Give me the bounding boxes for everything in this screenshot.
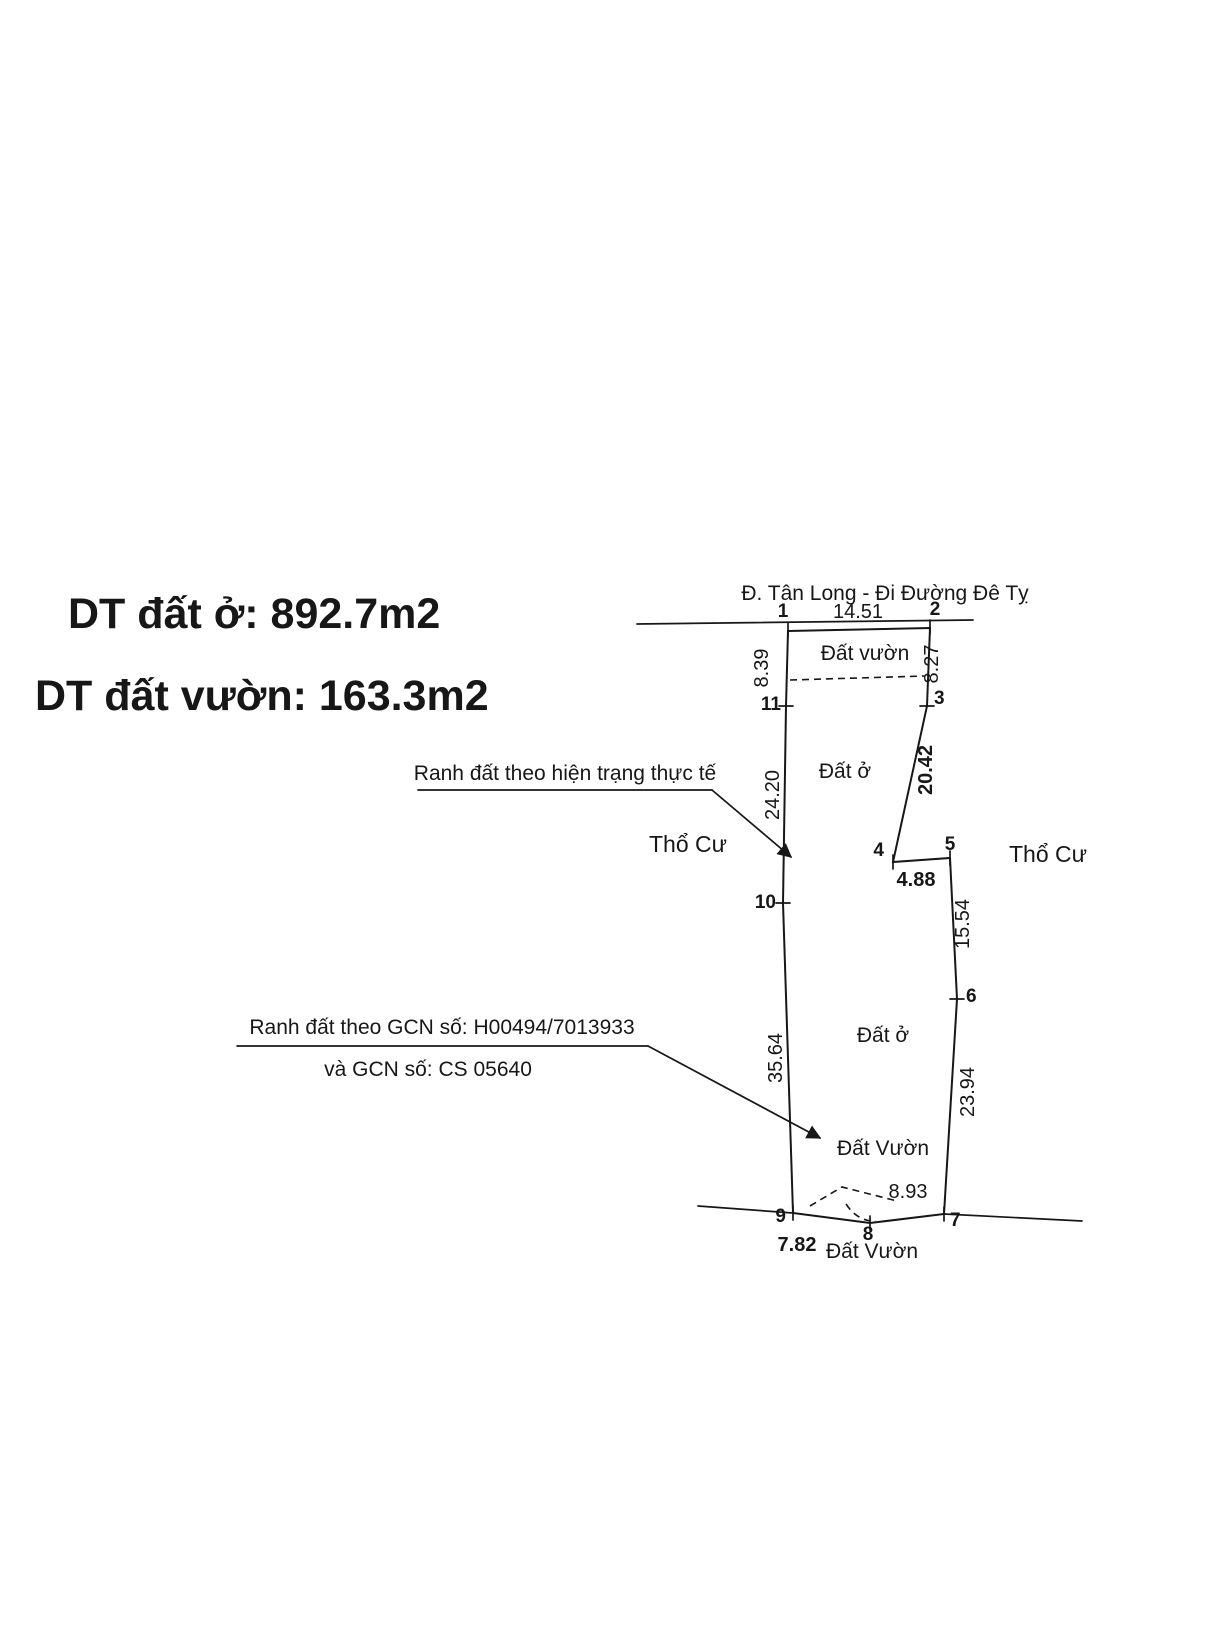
vertex-label-4: 4 [873, 840, 884, 861]
vertex-label-11: 11 [761, 694, 782, 715]
zone-tho-cu-left: Thổ Cư [649, 831, 727, 857]
garden-bottom-divider-dashed [809, 1186, 898, 1207]
road-edge-line [636, 619, 974, 625]
vertex-label-1: 1 [778, 601, 789, 622]
zone-labels: Đất vườn Đất ở Đất ở Đất Vườn Đất Vườn T… [649, 642, 1087, 1263]
meas-edge-11-10: 24.20 [762, 770, 784, 820]
road-group: Đ. Tân Long - Đi Đường Đê Tỵ [636, 582, 1029, 625]
meas-edge-8-7: 8.93 [889, 1181, 928, 1203]
vertex-label-2: 2 [930, 599, 941, 620]
bottom-boundary-right [943, 1213, 1083, 1222]
meas-edge-1-11: 8.39 [751, 649, 773, 688]
annotation-gcn-text-line2: và GCN số: CS 05640 [324, 1058, 532, 1081]
annotation-gcn-leader-line [647, 1045, 822, 1139]
garden-bottom-arc-dashed [845, 1203, 877, 1222]
vertex-label-3: 3 [934, 688, 945, 709]
vertex-label-6: 6 [966, 986, 977, 1007]
measurement-labels: 14.51 8.39 8.27 24.20 20.42 4.88 15.54 3… [751, 601, 979, 1256]
annotation-actual-leader-line [711, 789, 793, 858]
meas-edge-6-7: 23.94 [957, 1067, 979, 1117]
annotation-actual-boundary: Ranh đất theo hiện trạng thực tế [414, 762, 793, 858]
meas-edge-5-6: 15.54 [952, 899, 974, 949]
meas-edge-3-4: 20.42 [915, 745, 937, 795]
vertex-label-5: 5 [945, 834, 956, 855]
parcel-boundary [781, 626, 959, 1225]
vertex-label-7: 7 [950, 1210, 961, 1231]
meas-edge-2-3: 8.27 [921, 645, 943, 684]
zone-residential-lower: Đất ở [857, 1024, 910, 1047]
vertex-labels: 1 2 3 4 5 6 7 8 9 10 11 [755, 599, 977, 1245]
zone-garden-top: Đất vườn [821, 642, 910, 665]
bottom-boundary-left [697, 1205, 794, 1214]
annotation-gcn-boundary: Ranh đất theo GCN số: H00494/7013933 và … [236, 1016, 822, 1139]
annotation-gcn-text-line1: Ranh đất theo GCN số: H00494/7013933 [249, 1016, 634, 1039]
parcel-group [697, 619, 1083, 1231]
area-summary: DT đất ở: 892.7m2 DT đất vườn: 163.3m2 [35, 590, 489, 720]
meas-edge-10-9: 35.64 [765, 1033, 787, 1083]
summary-residential-area: DT đất ở: 892.7m2 [68, 590, 440, 638]
zone-garden-bottom: Đất Vườn [826, 1240, 918, 1263]
zone-tho-cu-right: Thổ Cư [1009, 841, 1087, 867]
vertex-label-10: 10 [755, 892, 776, 913]
meas-edge-1-2: 14.51 [833, 601, 883, 623]
annotation-actual-boundary-text: Ranh đất theo hiện trạng thực tế [414, 762, 717, 785]
road-label: Đ. Tân Long - Đi Đường Đê Tỵ [741, 582, 1029, 605]
zone-garden-lower: Đất Vườn [837, 1137, 929, 1160]
meas-edge-9-8: 7.82 [778, 1234, 817, 1256]
vertex-label-8: 8 [863, 1224, 874, 1245]
garden-top-divider-dashed [789, 675, 926, 681]
summary-garden-area: DT đất vườn: 163.3m2 [35, 672, 489, 720]
meas-edge-4-5: 4.88 [897, 869, 936, 891]
zone-residential-upper: Đất ở [819, 760, 872, 783]
vertex-label-9: 9 [775, 1206, 786, 1227]
